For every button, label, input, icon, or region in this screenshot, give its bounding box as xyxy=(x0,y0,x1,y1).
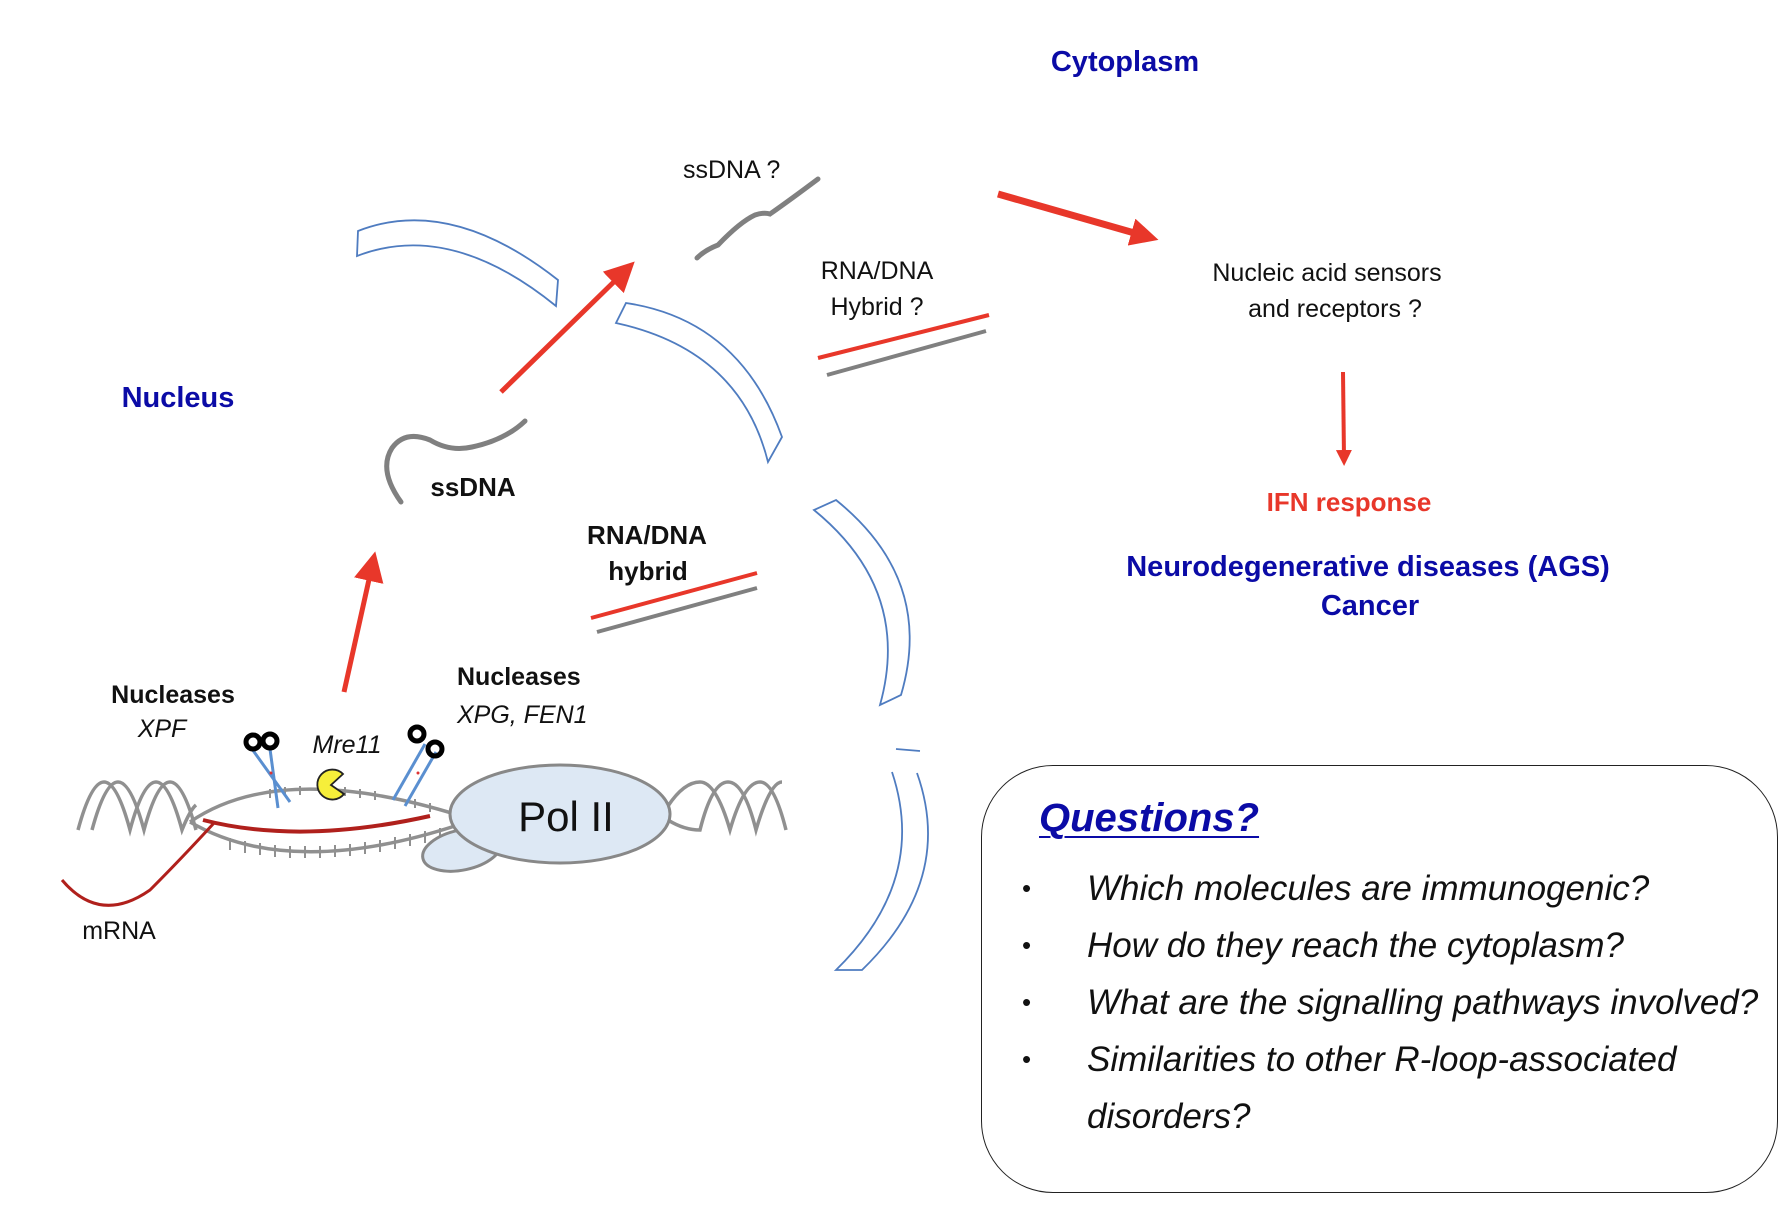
membrane-segment-2 xyxy=(614,302,783,465)
questions-box: Questions? • Which molecules are immunoge… xyxy=(981,765,1778,1193)
hybrid-nucleus-dna-line xyxy=(596,586,758,634)
label-nucleases-right-enzyme: XPG, FEN1 xyxy=(457,701,588,729)
questions-title: Questions? xyxy=(1039,796,1260,840)
question-item: • How do they reach the cytoplasm? xyxy=(1022,917,1777,974)
hybrid-cytoplasm-dna-line xyxy=(826,329,987,377)
questions-list: • Which molecules are immunogenic? • How d… xyxy=(1022,860,1777,1145)
region-label-cytoplasm: Cytoplasm xyxy=(1050,46,1200,78)
arrow-sensors-to-ifn xyxy=(1335,371,1352,466)
arrow-nucleus-to-cytoplasm xyxy=(499,261,635,394)
question-text: What are the signalling pathways involve… xyxy=(1087,983,1759,1022)
label-mre11: Mre11 xyxy=(312,731,382,759)
label-pol2: Pol II xyxy=(518,793,614,840)
pol2-body xyxy=(448,763,672,865)
bullet-icon: • xyxy=(1022,987,1032,1017)
dna-helix-left xyxy=(76,780,198,837)
bullet-icon: • xyxy=(1022,1044,1032,1074)
hybrid-cytoplasm-rna-line xyxy=(817,313,990,360)
scissors-icon-right xyxy=(391,724,445,807)
membrane-segment-3 xyxy=(812,498,911,707)
bullet-icon: • xyxy=(1022,930,1032,960)
label-ssdna-nucleus: ssDNA xyxy=(430,472,516,502)
label-mrna: mRNA xyxy=(82,917,156,945)
label-ssdna-cytoplasm: ssDNA ? xyxy=(683,156,781,184)
label-ifn-response: IFN response xyxy=(1266,487,1432,517)
label-disease-line1: Neurodegenerative diseases (AGS) xyxy=(1126,551,1610,583)
question-text: Similarities to other R-loop-associated … xyxy=(1087,1040,1677,1136)
dna-helix-right xyxy=(666,780,788,837)
label-nucleases-left-enzyme: XPF xyxy=(137,715,187,743)
label-hybrid-nucleus-line2: hybrid xyxy=(608,556,688,586)
label-disease-line2: Cancer xyxy=(1320,590,1420,622)
region-label-nucleus: Nucleus xyxy=(121,382,235,414)
ssdna-nucleus-strand xyxy=(384,418,528,505)
hybrid-nucleus-rna-line xyxy=(590,571,758,620)
question-item: • What are the signalling pathways involv… xyxy=(1022,974,1777,1031)
label-nucleases-left: Nucleases xyxy=(111,681,235,709)
question-text: How do they reach the cytoplasm? xyxy=(1087,926,1624,965)
membrane-segment-1 xyxy=(356,219,559,308)
question-text: Which molecules are immunogenic? xyxy=(1087,869,1650,908)
question-item: • Similarities to other R-loop-associated… xyxy=(1022,1031,1777,1145)
label-sensors-line1: Nucleic acid sensors xyxy=(1212,259,1442,287)
membrane-segment-4 xyxy=(833,771,929,971)
label-nucleases-right: Nucleases xyxy=(457,663,581,691)
label-hybrid-nucleus-line1: RNA/DNA xyxy=(587,520,707,550)
nuclear-membrane xyxy=(356,219,929,971)
label-hybrid-cytoplasm-line2: Hybrid ? xyxy=(830,293,924,321)
mre11-pacman-icon xyxy=(316,768,346,801)
mrna-strand xyxy=(60,821,216,907)
bullet-icon: • xyxy=(1022,873,1032,903)
membrane-segment-cap xyxy=(895,748,921,752)
arrow-to-sensors xyxy=(997,190,1159,246)
bubble-bottom-strand xyxy=(189,820,459,854)
scissors-icon-left xyxy=(243,731,292,809)
label-hybrid-cytoplasm-line1: RNA/DNA xyxy=(820,257,934,285)
label-sensors-line2: and receptors ? xyxy=(1248,295,1422,323)
rna-in-bubble xyxy=(202,814,431,834)
arrow-polii-to-ssdna xyxy=(341,551,384,693)
ssdna-cytoplasm-strand xyxy=(694,176,821,261)
question-item: • Which molecules are immunogenic? xyxy=(1022,860,1777,917)
